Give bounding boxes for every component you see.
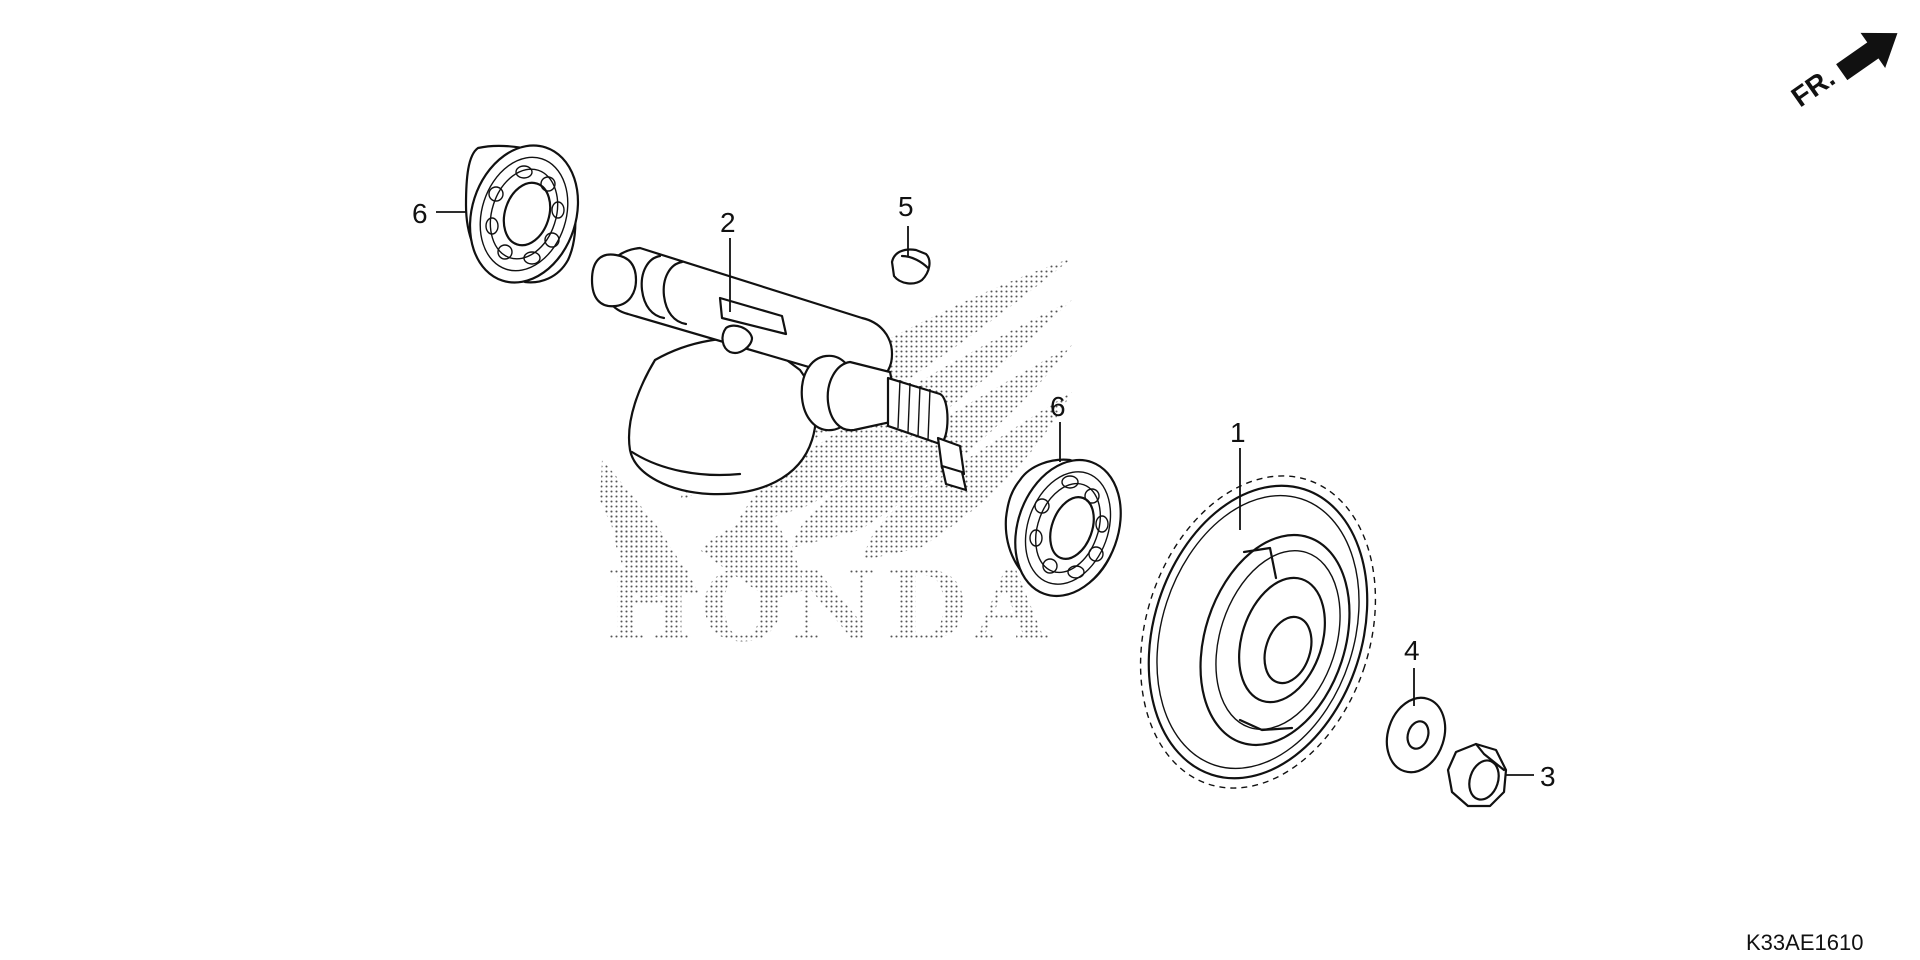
callout-6a: 6 (412, 198, 428, 229)
callouts: 6 2 5 6 1 4 3 (412, 191, 1556, 792)
callout-6b: 6 (1050, 391, 1066, 422)
callout-2: 2 (720, 207, 736, 238)
ball-bearing-left (464, 144, 580, 284)
drawing-code: K33AE1610 (1746, 930, 1863, 955)
direction-label: FR. (1786, 62, 1841, 113)
callout-1: 1 (1230, 417, 1246, 448)
callout-5: 5 (898, 191, 914, 222)
nut (1446, 742, 1508, 808)
honda-watermark-text: HONDA (604, 550, 1054, 663)
direction-indicator: FR. (1786, 32, 1898, 113)
woodruff-key (890, 248, 931, 285)
ball-bearing-right (1004, 458, 1122, 598)
callout-4: 4 (1404, 635, 1420, 666)
washer (1385, 696, 1447, 774)
balancer-gear (1139, 475, 1377, 789)
balancer-shaft (590, 246, 968, 496)
callout-3: 3 (1540, 761, 1556, 792)
arrow-right-icon (1836, 32, 1898, 81)
